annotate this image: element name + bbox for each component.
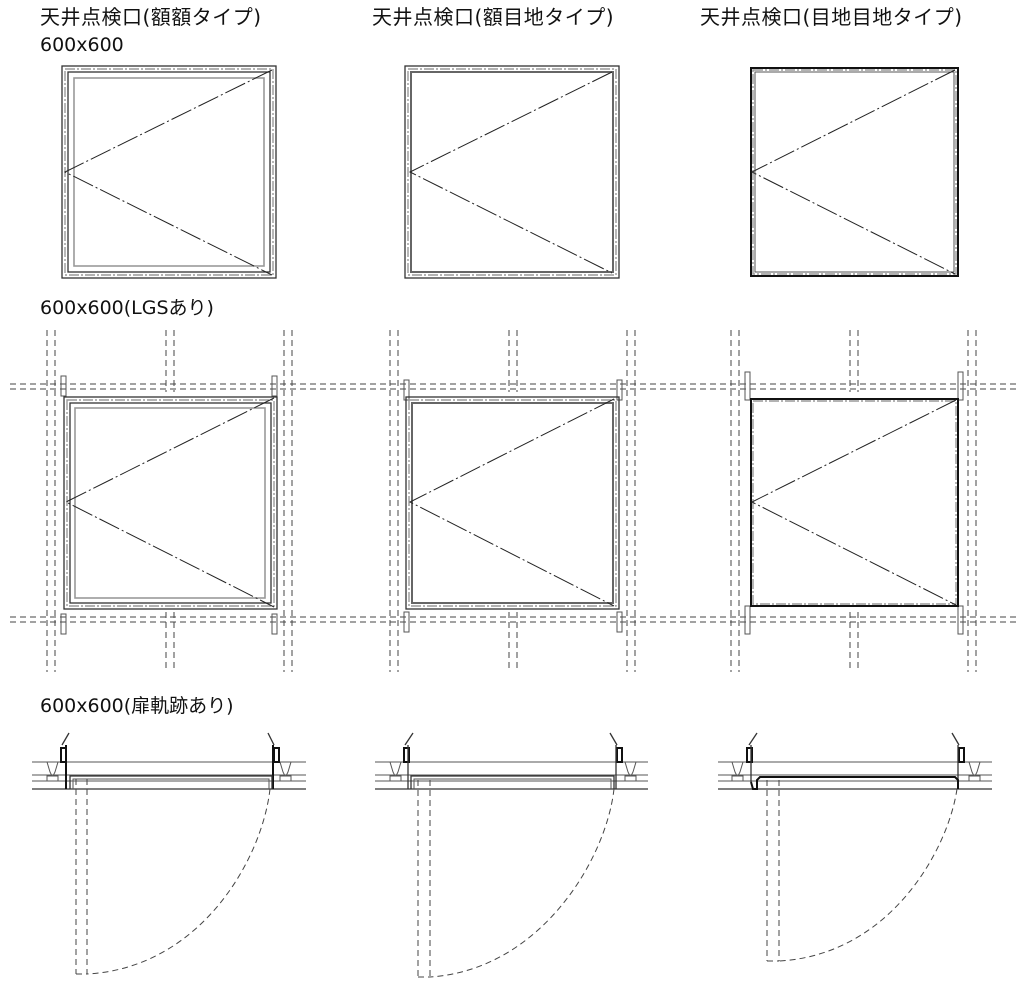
column-title-mejiri-mejiri: 天井点検口(目地目地タイプ): [700, 5, 963, 29]
section-gaku-mejiri: [375, 732, 648, 978]
plan-mejiri-mejiri: [750, 67, 959, 277]
plan-lgs-gaku-gaku: [10, 330, 340, 672]
section-gaku-gaku: [32, 732, 306, 975]
row-label-plan-lgs: 600x600(LGSあり): [40, 297, 214, 319]
column-title-gaku-gaku: 天井点検口(額額タイプ): [40, 5, 262, 29]
plan-lgs-mejiri-mejiri: [680, 330, 1020, 672]
row-label-section-swing: 600x600(扉軌跡あり): [40, 695, 234, 717]
plan-lgs-gaku-mejiri: [340, 330, 680, 672]
column-title-gaku-mejiri: 天井点検口(額目地タイプ): [372, 5, 615, 29]
row-label-plan: 600x600: [40, 34, 124, 56]
section-mejiri-mejiri: [718, 732, 992, 962]
plan-gaku-gaku: [61, 65, 277, 279]
plan-gaku-mejiri: [404, 65, 620, 279]
